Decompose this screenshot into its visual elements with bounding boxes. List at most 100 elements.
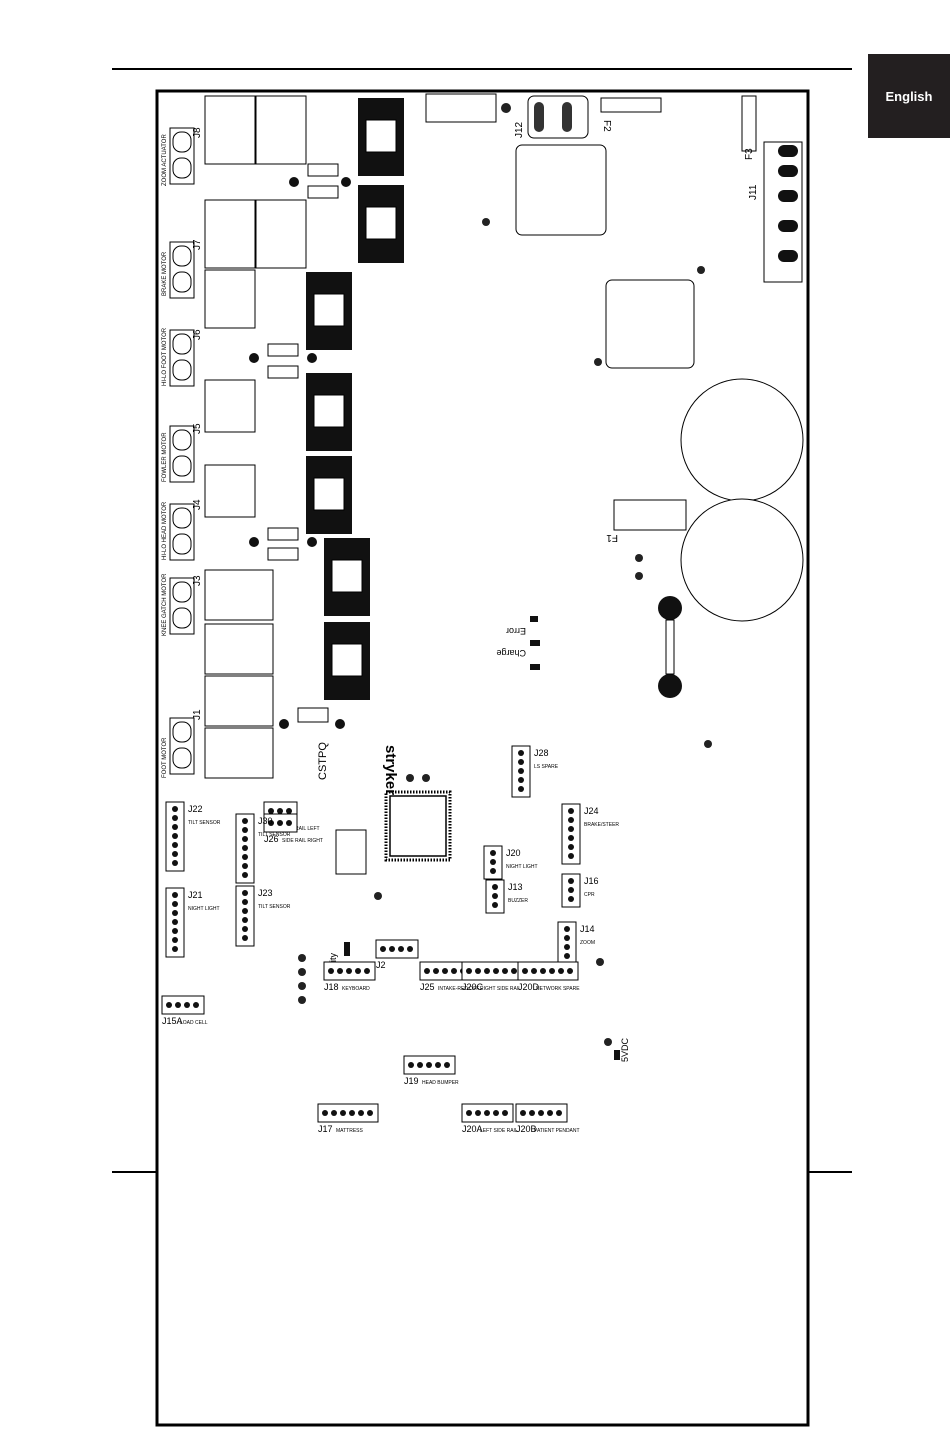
connector-desc: TILT SENSOR [258,904,291,910]
connector-pin [547,1110,553,1116]
connector-pin [484,968,490,974]
connector-pin [466,1110,472,1116]
j6-id: J6 [192,329,203,340]
connector-desc: LEFT SIDE RAIL [480,1128,518,1134]
connector-id: J22 [188,804,203,814]
connector-pin [426,1062,432,1068]
j1-id: J1 [192,709,203,720]
motor-header-j4: J4 HI-LO HEAD MOTOR [162,499,203,561]
connector-pin [172,910,178,916]
connector-pin [424,968,430,974]
connector-pin [184,1002,190,1008]
connector-pin [407,946,413,952]
connector-id: J30 [258,816,273,826]
connector-pin [166,1002,172,1008]
connector-pin [502,1110,508,1116]
capacitor-1 [680,378,804,502]
connector-pin [242,872,248,878]
connector-id: J20B [516,1124,537,1134]
connector-pin [367,1110,373,1116]
transformer-block [515,144,607,236]
connector-desc: MATTRESS [336,1128,364,1134]
connector-pin [242,935,248,941]
led-error: Error [506,626,526,636]
connector-pin [442,968,448,974]
connector-pin [349,1110,355,1116]
connector-pin [268,820,274,826]
cstpq-label: CSTPQ [317,742,329,780]
connector-pin [531,968,537,974]
connector-desc: SIDE RAIL RIGHT [282,838,323,844]
connector-pin [346,968,352,974]
f3-label: F3 [744,148,755,160]
connector-id: J20 [506,848,521,858]
connector-pin [568,835,574,841]
motor-header-j3: J3 KNEE GATCH MOTOR [162,573,203,636]
connector-pin [492,884,498,890]
connector-desc: BUZZER [508,898,528,904]
connector-pin [484,1110,490,1116]
language-tab[interactable]: English [868,54,950,138]
connector-pin [451,968,457,974]
connector-pin [435,1062,441,1068]
connector-id: J28 [534,748,549,758]
top-rule [112,68,852,70]
connector-desc: RIGHT SIDE RAIL [480,986,521,992]
connector-pin [286,808,292,814]
connector-pin [172,824,178,830]
j7-id: J7 [192,239,203,250]
connector-pin [277,808,283,814]
connector-pin [358,1110,364,1116]
connector-desc: TILT SENSOR [258,832,291,838]
connector-id: J20A [462,1124,483,1134]
connector-pin [268,808,274,814]
connector-pin [490,868,496,874]
j5-id: J5 [192,423,203,434]
connector-pin [242,899,248,905]
connector-pin [389,946,395,952]
connector-id: J2 [376,960,386,970]
heatsink-bottom [658,674,682,698]
connector-pin [380,946,386,952]
connector-id: J18 [324,982,339,992]
connector-pin [172,815,178,821]
j8-desc: ZOOM ACTUATOR [162,134,168,186]
connector-pin [242,908,248,914]
connector-pin [520,1110,526,1116]
connector-pin [172,833,178,839]
connector-desc: BRAKE/STEER [584,822,619,828]
connector-pin [564,935,570,941]
connector-pin [475,968,481,974]
connector-desc: TILT SENSOR [188,820,221,826]
connector-pin [490,859,496,865]
connector-pin [564,926,570,932]
connector-pin [242,818,248,824]
connector-id: J14 [580,924,595,934]
connector-desc: NIGHT LIGHT [506,864,538,870]
connector-pin [172,901,178,907]
connector-pin [564,944,570,950]
j3-desc: KNEE GATCH MOTOR [162,573,168,636]
connector-id: J13 [508,882,523,892]
connector-desc: SIDE RAIL LEFT [282,826,320,832]
connector-pin [568,853,574,859]
connector-pin [242,827,248,833]
connector-pin [564,953,570,959]
j3-id: J3 [192,575,203,586]
connector-j2: J2 [375,939,419,970]
relay-section [204,95,404,779]
j4-id: J4 [192,499,203,510]
connector-pin [529,1110,535,1116]
